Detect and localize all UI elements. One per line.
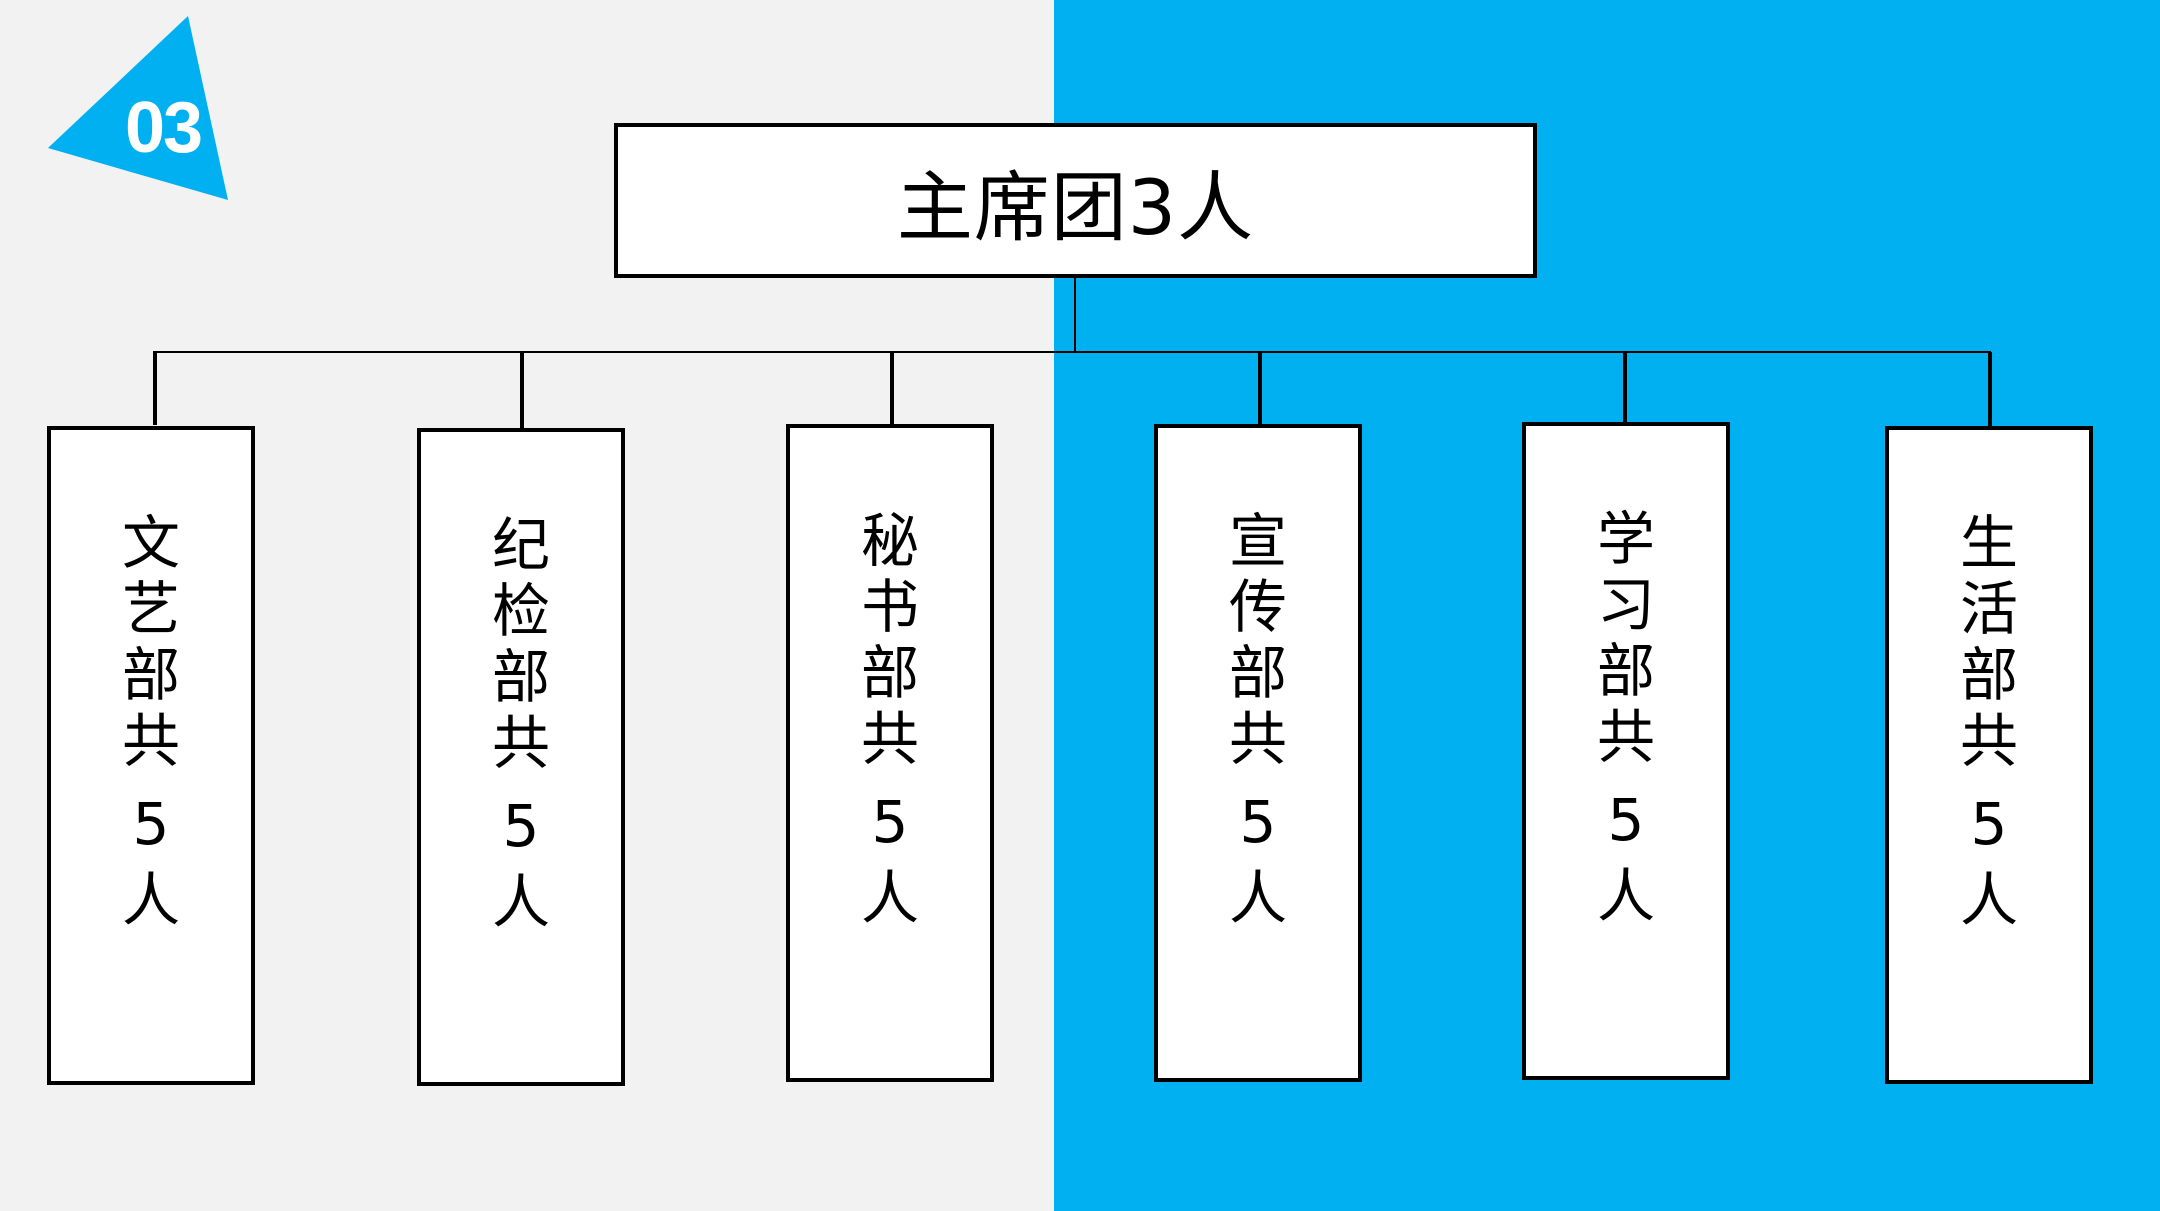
dept-label: 秘 书 部 共 5 人: [790, 508, 990, 934]
dept-name-char: 检: [491, 577, 550, 645]
dept-name-char: 部: [121, 641, 180, 709]
dept-box-xuanchuan: 宣 传 部 共 5 人: [1154, 424, 1362, 1082]
dept-count: 5: [132, 790, 170, 858]
dept-label: 纪 检 部 共 5 人: [421, 512, 621, 938]
dept-name-char: 艺: [121, 575, 180, 643]
dept-label: 生 活 部 共 5 人: [1889, 510, 2089, 936]
presidium-box: 主席团3人: [614, 123, 1537, 278]
dept-name-char: 共: [121, 707, 180, 775]
dept-box-xuexi: 学 习 部 共 5 人: [1522, 422, 1730, 1080]
dept-name-char: 共: [491, 709, 550, 777]
dept-count: 5: [502, 792, 540, 860]
dept-box-jijian: 纪 检 部 共 5 人: [417, 428, 625, 1086]
dept-unit: 人: [1959, 866, 2018, 934]
section-badge: 03: [40, 10, 240, 210]
dept-name-char: 共: [1228, 705, 1287, 773]
dept-name-char: 秘: [860, 507, 919, 575]
dept-name-char: 纪: [491, 511, 550, 579]
dept-box-wenyi: 文 艺 部 共 5 人: [47, 426, 255, 1085]
dept-unit: 人: [860, 864, 919, 932]
dept-name-char: 传: [1228, 573, 1287, 641]
dept-name-char: 学: [1596, 505, 1655, 573]
presidium-label: 主席团3人: [896, 162, 1255, 252]
dept-name-char: 部: [1596, 637, 1655, 705]
dept-count: 5: [1239, 788, 1277, 856]
dept-label: 文 艺 部 共 5 人: [51, 510, 251, 936]
dept-name-char: 书: [860, 573, 919, 641]
dept-label: 宣 传 部 共 5 人: [1158, 508, 1358, 934]
dept-name-char: 生: [1959, 509, 2018, 577]
dept-unit: 人: [1596, 862, 1655, 930]
dept-label: 学 习 部 共 5 人: [1526, 506, 1726, 932]
dept-name-char: 共: [860, 705, 919, 773]
dept-box-mishu: 秘 书 部 共 5 人: [786, 424, 994, 1082]
dept-name-char: 部: [1228, 639, 1287, 707]
dept-name-char: 文: [121, 509, 180, 577]
triangle-icon: [48, 16, 228, 200]
dept-box-shenghuo: 生 活 部 共 5 人: [1885, 426, 2093, 1084]
dept-unit: 人: [491, 868, 550, 936]
dept-name-char: 部: [860, 639, 919, 707]
section-number: 03: [124, 88, 203, 168]
dept-name-char: 部: [1959, 641, 2018, 709]
dept-name-char: 共: [1596, 703, 1655, 771]
dept-count: 5: [1970, 790, 2008, 858]
dept-unit: 人: [1228, 864, 1287, 932]
dept-unit: 人: [121, 866, 180, 934]
dept-count: 5: [1607, 786, 1645, 854]
dept-count: 5: [871, 788, 909, 856]
dept-name-char: 部: [491, 643, 550, 711]
dept-name-char: 宣: [1228, 507, 1287, 575]
dept-name-char: 共: [1959, 707, 2018, 775]
dept-name-char: 活: [1959, 575, 2018, 643]
dept-name-char: 习: [1596, 571, 1655, 639]
